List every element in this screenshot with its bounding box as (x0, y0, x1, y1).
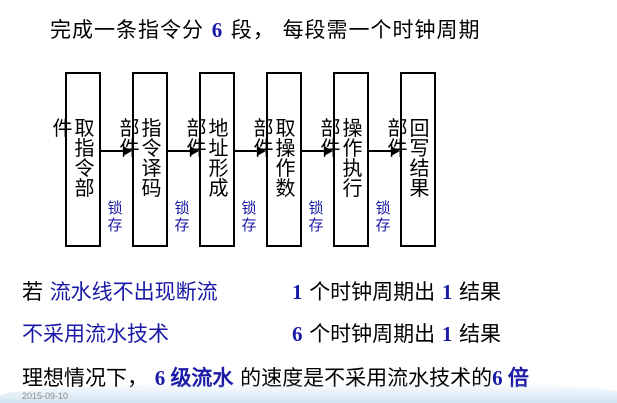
pipeline-arrow (235, 150, 257, 152)
footer-date: 2015-09-10 (22, 391, 69, 401)
pipeline-stage: 操作执行部件 (317, 72, 369, 247)
row-text1: 个时钟周期出 (309, 322, 436, 346)
row-pipelined-result: 1 个时钟周期出 1 结果 (292, 276, 501, 306)
latch-label: 锁存 (107, 199, 123, 234)
row-text2: 结果 (459, 280, 502, 304)
row-label: 若 (22, 280, 43, 304)
title-count: 6 (211, 18, 224, 42)
pipeline-arrow (101, 150, 123, 152)
latch-label: 锁存 (375, 199, 391, 234)
pipeline-arrow (168, 150, 190, 152)
row-non-pipelined-result: 6 个时钟周期出 1 结果 (292, 318, 501, 348)
pipeline-stage-label: 操作执行部件 (317, 116, 363, 197)
row-label-blue: 流水线不出现断流 (49, 280, 218, 304)
latch-label: 锁存 (174, 199, 190, 234)
pipeline-stage: 取操作数部件 (250, 72, 302, 247)
decorative-wave (0, 382, 617, 403)
row-text2: 结果 (459, 322, 502, 346)
slide-title: 完成一条指令分 6 段， 每段需一个时钟周期 (50, 14, 481, 44)
pipeline-stage-label: 回写结果部件 (384, 116, 430, 197)
latch-label: 锁存 (308, 199, 324, 234)
title-mid: 段， (230, 18, 275, 42)
pipeline-arrowhead (257, 146, 266, 156)
row-num1: 1 (292, 280, 303, 304)
latch-label: 锁存 (241, 199, 257, 234)
pipeline-arrowhead (190, 146, 199, 156)
pipeline-arrow (302, 150, 324, 152)
pipeline-arrowhead (391, 146, 400, 156)
pipeline-arrowhead (123, 146, 132, 156)
row-text1: 个时钟周期出 (309, 280, 436, 304)
pipeline-stage-label: 取指令部件 (49, 116, 95, 197)
pipeline-stage: 取指令部件 (49, 72, 101, 247)
pipeline-stage: 地址形成部件 (183, 72, 235, 247)
row-num2: 1 (441, 322, 453, 346)
pipeline-stage-label: 地址形成部件 (183, 116, 229, 197)
row-num1: 6 (292, 322, 303, 346)
row-non-pipelined: 不采用流水技术 (22, 318, 169, 348)
title-prefix: 完成一条指令分 (50, 18, 204, 42)
row-label-blue: 不采用流水技术 (22, 322, 169, 346)
pipeline-stage: 指令译码部件 (116, 72, 168, 247)
pipeline-stage-label: 指令译码部件 (116, 116, 162, 197)
row-num2: 1 (441, 280, 453, 304)
pipeline-arrowhead (324, 146, 333, 156)
row-pipelined: 若 流水线不出现断流 (22, 276, 218, 306)
pipeline-stage-label: 取操作数部件 (250, 116, 296, 197)
title-suffix: 每段需一个时钟周期 (282, 18, 481, 42)
pipeline-arrow (369, 150, 391, 152)
pipeline-stage: 回写结果部件 (384, 72, 436, 247)
